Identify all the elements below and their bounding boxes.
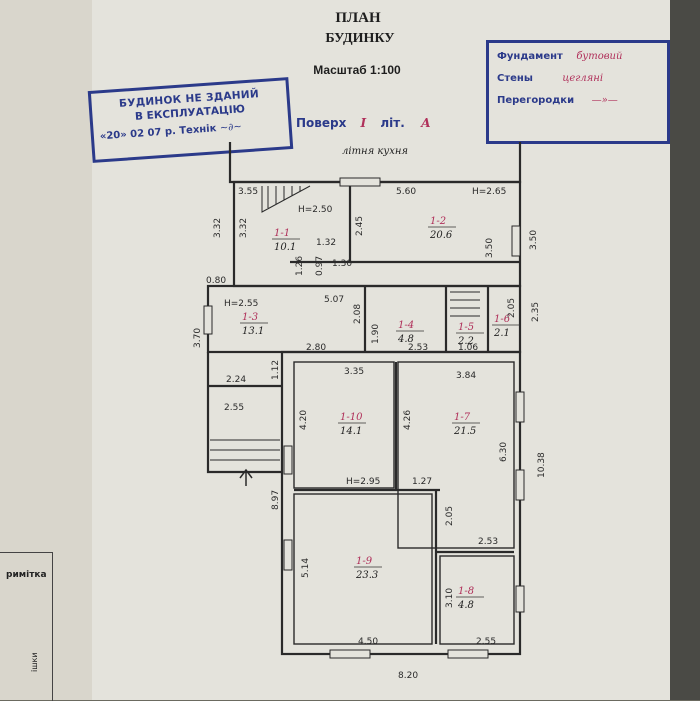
room-1-7-wall <box>397 361 515 549</box>
partitions-label: Перегородки <box>497 95 575 106</box>
dimension-label: 1.27 <box>412 477 432 487</box>
dimension-label: 5.14 <box>301 558 311 578</box>
annex-label: літня кухня <box>342 146 408 157</box>
porch-outline <box>206 352 282 474</box>
page-edge <box>670 0 700 700</box>
dimension-label: 5.07 <box>324 295 344 305</box>
floor-line: Поверх I літ. А <box>296 116 431 130</box>
room-1-3-number: 1-3 <box>242 312 258 323</box>
dimension-label: 1.32 <box>316 238 336 248</box>
room-1-10-number: 1-10 <box>340 412 363 423</box>
lower-block-wall <box>280 350 522 656</box>
dimension-label: 4.50 <box>358 637 378 647</box>
dimension-label: 0.97 <box>315 256 325 276</box>
room-1-5-number: 1-5 <box>458 322 474 333</box>
document-title: ПЛАН <box>335 10 381 26</box>
dimension-label: 1.26 <box>295 256 305 276</box>
lit-label: літ. <box>380 116 405 130</box>
dimension-label: 1.90 <box>371 324 381 344</box>
dimension-label: 3.10 <box>445 588 455 608</box>
document-subtitle: БУДИНКУ <box>325 31 395 46</box>
dimension-label: 2.05 <box>445 506 455 526</box>
room-1-8-area: 4.8 <box>457 600 474 611</box>
partitions-row: Перегородки —»— <box>497 95 618 106</box>
room-1-7-area: 21.5 <box>453 426 476 437</box>
walls-label: Стены <box>497 73 533 84</box>
room-1-7-number: 1-7 <box>454 412 471 423</box>
dimension-label: 2.53 <box>478 537 498 547</box>
room-1-5-area: 2.2 <box>457 336 474 347</box>
dimension-label: 4.26 <box>403 410 413 430</box>
dimension-label: 2.24 <box>226 375 246 385</box>
dimension-label: 3.84 <box>456 371 476 381</box>
dimension-label: 6.30 <box>499 442 509 462</box>
dimension-label: 3.55 <box>238 187 258 197</box>
dimension-label: 2.45 <box>355 216 365 236</box>
dimension-label: 3.50 <box>529 230 539 250</box>
scale-label: Масштаб 1:100 <box>313 63 401 77</box>
left-page-table-stub <box>0 552 53 701</box>
dimension-label: 2.55 <box>476 637 496 647</box>
room-1-2-number: 1-2 <box>430 216 446 227</box>
foundation-value: бутовий <box>576 51 623 62</box>
floor-number: I <box>360 116 367 130</box>
entry-arrow-icon <box>239 468 253 486</box>
left-page-label: римітка <box>6 570 47 580</box>
dimension-label: H=2.65 <box>472 187 506 197</box>
lit-value: А <box>420 116 431 130</box>
room-1-6-area: 2.1 <box>493 328 510 339</box>
dimension-label: H=2.55 <box>224 299 258 309</box>
dimension-label: 3.35 <box>344 367 364 377</box>
room-1-10-wall <box>293 361 395 489</box>
dimension-label: 2.80 <box>306 343 326 353</box>
room-1-2-area: 20.6 <box>429 230 453 241</box>
dimension-label: 10.38 <box>537 452 547 478</box>
dimension-label: 3.50 <box>485 238 495 258</box>
dimension-label: 8.20 <box>398 671 418 681</box>
partitions-value: —»— <box>591 95 618 106</box>
room-1-1-number: 1-1 <box>274 228 290 239</box>
foundation-row: Фундамент бутовий <box>497 51 622 62</box>
walls-row: Стены цегляні <box>497 73 603 84</box>
dimension-label: 1.30 <box>332 259 352 269</box>
dimension-label: 5.60 <box>396 187 416 197</box>
room-1-10-area: 14.1 <box>340 426 362 437</box>
dimension-label: H=2.50 <box>298 205 333 215</box>
room-1-9-number: 1-9 <box>356 556 373 567</box>
room-1-6-number: 1-6 <box>494 314 511 325</box>
dimension-label: 3.32 <box>213 218 223 238</box>
window-icons <box>203 177 525 659</box>
dimension-label: 2.53 <box>408 343 428 353</box>
room-1-9-wall <box>293 493 433 645</box>
plan-sheet <box>92 0 670 700</box>
walls-value: цегляні <box>562 73 604 84</box>
floor-label: Поверх <box>296 116 347 130</box>
room-1-8-number: 1-8 <box>458 586 474 597</box>
dimension-label: 0.80 <box>206 276 226 286</box>
room-1-8-wall <box>439 555 515 645</box>
dimension-label: 4.20 <box>299 410 309 430</box>
room-1-3-area: 13.1 <box>242 326 264 337</box>
dimension-label: 8.97 <box>271 490 281 510</box>
room-1-9-area: 23.3 <box>355 570 378 581</box>
dimension-label: 3.70 <box>193 328 203 348</box>
stairs-icon <box>210 185 480 461</box>
dimension-label: 2.08 <box>353 304 363 324</box>
room-1-4-number: 1-4 <box>398 320 414 331</box>
dimension-label: H=2.95 <box>346 477 380 487</box>
room-1-1-area: 10.1 <box>274 242 296 253</box>
dimension-label: 2.55 <box>224 403 244 413</box>
room-1-4-area: 4.8 <box>397 334 414 345</box>
dimension-label: 2.05 <box>507 298 517 318</box>
dimension-label: 2.35 <box>531 302 541 322</box>
foundation-label: Фундамент <box>497 51 563 62</box>
dimension-label: 1.12 <box>271 360 281 380</box>
dimension-label: 3.32 <box>239 218 249 238</box>
dimension-label: 1.06 <box>458 343 478 353</box>
materials-stamp: Фундамент бутовий Стены цегляні Перегоро… <box>486 40 670 144</box>
